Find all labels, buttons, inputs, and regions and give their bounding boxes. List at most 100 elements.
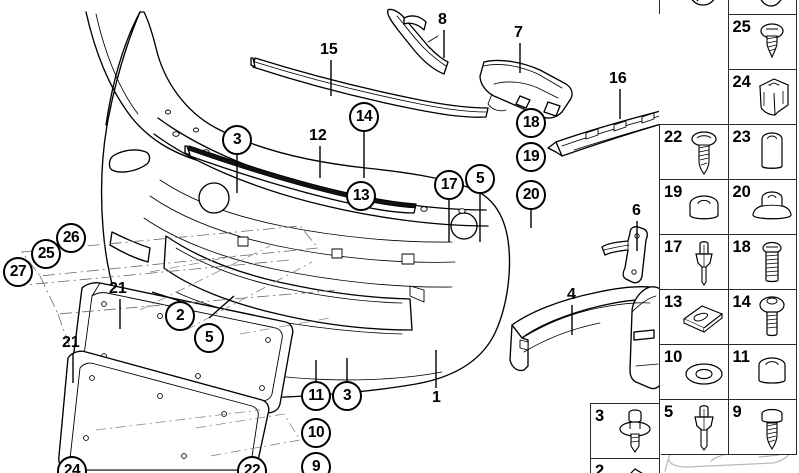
expanding-rivet-icon [694, 241, 713, 286]
part-7-absorber-block [479, 59, 573, 119]
bracket-plate-icon [630, 468, 643, 473]
parts-cell[interactable] [727, 0, 797, 15]
parts-cell[interactable]: 22 [659, 124, 729, 180]
bumper-main-body [85, 11, 511, 399]
sleeve-bushing-icon [761, 132, 783, 169]
parts-cell-empty [659, 14, 729, 70]
callout-4[interactable]: 4 [567, 286, 576, 303]
dome-head-bolt-icon [759, 296, 785, 337]
part-number: 10 [664, 348, 683, 366]
callout-6[interactable]: 6 [632, 202, 641, 219]
parts-grid-row: 24 [659, 69, 799, 125]
part-number: 17 [664, 238, 683, 256]
callout-25[interactable]: 25 [31, 239, 61, 269]
part-number: 22 [664, 128, 683, 146]
parts-cell[interactable] [659, 0, 729, 15]
parts-cell[interactable]: 17 [659, 234, 729, 290]
parts-legend-mini-grid: 3 2 [590, 403, 661, 473]
parts-cell[interactable]: 13 [659, 289, 729, 345]
part-number: 9 [732, 403, 742, 421]
leader-2 [151, 291, 181, 302]
part-number: 11 [732, 348, 750, 366]
part-15-upper-trim-strip [250, 57, 489, 118]
callout-21-upper[interactable]: 21 [109, 280, 127, 297]
part-number: 23 [732, 128, 751, 146]
spacer-sleeve-icon [758, 357, 786, 384]
callout-18[interactable]: 18 [516, 108, 546, 138]
parts-cell[interactable]: 5 [659, 399, 729, 455]
stepped-washer-icon [752, 191, 792, 220]
callout-19[interactable]: 19 [516, 142, 546, 172]
part-number: 5 [664, 403, 674, 421]
part-number: 2 [595, 462, 605, 473]
callout-9[interactable]: 9 [301, 452, 331, 473]
leader-5b [208, 295, 235, 319]
parts-cell[interactable]: 3 [590, 403, 660, 459]
part-number: 13 [664, 293, 683, 311]
callout-21-lower[interactable]: 21 [62, 334, 80, 351]
parts-grid-row: 19 20 [659, 179, 799, 235]
rubber-grommet-icon [688, 195, 719, 220]
callout-13[interactable]: 13 [346, 181, 376, 211]
callout-14[interactable]: 14 [349, 102, 379, 132]
parts-grid-row: 17 18 [659, 234, 799, 290]
part-number: 3 [595, 407, 605, 425]
parts-grid-row: 22 23 [659, 124, 799, 180]
callout-2[interactable]: 2 [165, 301, 195, 331]
part-number: 18 [732, 238, 751, 256]
parts-legend-grid: 25 24 [659, 0, 799, 455]
hex-head-bolt-icon [762, 241, 782, 283]
parts-grid-row: 5 9 [659, 399, 799, 455]
part-number: 20 [732, 183, 751, 201]
callout-5-upper[interactable]: 5 [465, 164, 495, 194]
callout-3-upper[interactable]: 3 [222, 125, 252, 155]
flat-washer-icon [684, 363, 723, 385]
callout-26[interactable]: 26 [56, 223, 86, 253]
parts-grid-row: 25 [659, 14, 799, 70]
grommet-oval-icon [691, 0, 714, 6]
parts-cell[interactable]: 23 [727, 124, 797, 180]
callout-5-lower[interactable]: 5 [194, 323, 224, 353]
callout-11[interactable]: 11 [301, 381, 331, 411]
part-number: 24 [732, 73, 751, 91]
parts-cell-empty [659, 69, 729, 125]
callout-20[interactable]: 20 [516, 180, 546, 210]
flat-cage-plate-icon [682, 305, 723, 333]
washer-oval-icon [760, 0, 782, 7]
square-clip-nut-icon [758, 78, 790, 116]
callout-8[interactable]: 8 [438, 11, 447, 28]
parts-grid-row: 13 14 [659, 289, 799, 345]
callout-16[interactable]: 16 [609, 70, 627, 87]
part-number: 25 [732, 18, 751, 36]
parts-cell[interactable]: 20 [727, 179, 797, 235]
part-8-angled-bracket [386, 8, 449, 75]
parts-cell[interactable]: 25 [727, 14, 797, 70]
callout-1[interactable]: 1 [432, 389, 441, 406]
parts-cell[interactable]: 10 [659, 344, 729, 400]
callout-12[interactable]: 12 [309, 127, 327, 144]
callout-17[interactable]: 17 [434, 170, 464, 200]
parts-grid-row: 10 11 [659, 344, 799, 400]
parts-cell[interactable]: 19 [659, 179, 729, 235]
part-number: 19 [664, 183, 683, 201]
parts-cell[interactable]: 24 [727, 69, 797, 125]
parts-grid-row [659, 0, 799, 15]
callout-15[interactable]: 15 [320, 41, 338, 58]
self-tap-screw-icon [761, 408, 783, 450]
parts-cell[interactable]: 14 [727, 289, 797, 345]
parts-cell[interactable]: 18 [727, 234, 797, 290]
part-21-plate-holder-lower [58, 350, 270, 471]
callout-7[interactable]: 7 [514, 24, 523, 41]
construction-dashed-lines [13, 225, 339, 457]
parts-cell[interactable]: 11 [727, 344, 797, 400]
flange-head-screw-icon [690, 131, 717, 175]
callout-3-lower[interactable]: 3 [332, 381, 362, 411]
callout-27[interactable]: 27 [3, 257, 33, 287]
callout-10[interactable]: 10 [301, 418, 331, 448]
parts-cell[interactable]: 9 [727, 399, 797, 455]
parts-cell[interactable]: 2 [590, 458, 660, 473]
part-number: 14 [732, 293, 751, 311]
